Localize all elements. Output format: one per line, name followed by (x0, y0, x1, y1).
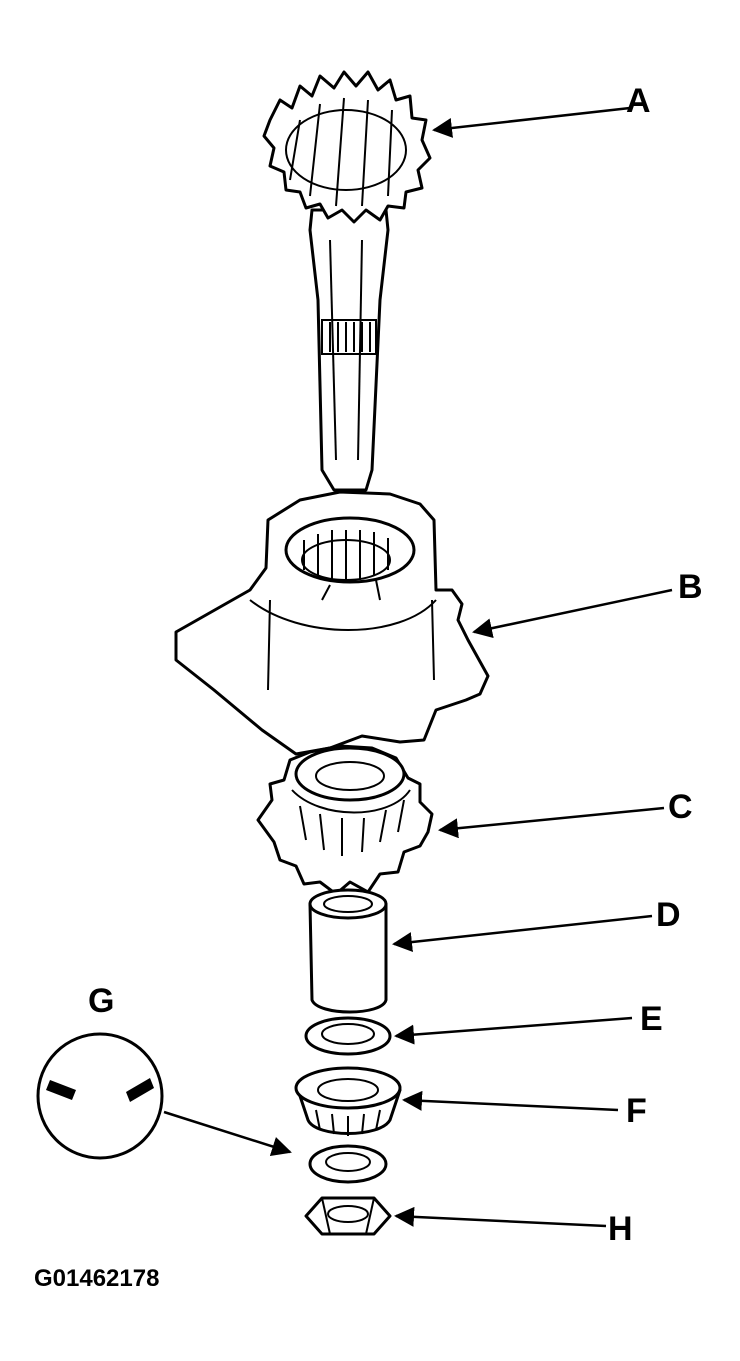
callout-h: H (608, 1210, 633, 1248)
detail-circle-g (36, 1032, 164, 1160)
callout-d: D (656, 896, 681, 934)
callout-g: G (88, 982, 114, 1020)
part-c-bevel-gear (256, 744, 434, 896)
callout-e: E (640, 1000, 663, 1038)
figure-id: G01462178 (34, 1265, 159, 1292)
callout-a: A (626, 82, 651, 120)
part-d-sleeve (308, 888, 388, 1014)
lower-washer (308, 1144, 388, 1184)
callout-f: F (626, 1092, 647, 1130)
callout-b: B (678, 568, 703, 606)
callout-c: C (668, 788, 693, 826)
part-h-hex-nut (304, 1196, 392, 1236)
shaft-splines-icon (321, 319, 377, 355)
leader-lines (163, 106, 673, 1228)
part-b-housing (174, 490, 490, 756)
part-a-gear-shaft (262, 70, 432, 492)
part-f-tapered-bearing (294, 1066, 402, 1136)
part-e-washer (304, 1016, 392, 1056)
